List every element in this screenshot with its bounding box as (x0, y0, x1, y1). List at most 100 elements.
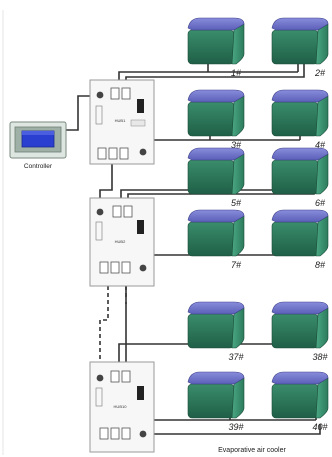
cooler-top (187, 301, 245, 315)
cooler-side (231, 215, 245, 257)
wire-controller-hub1 (66, 95, 96, 131)
hub-board-1-port-e (119, 147, 129, 160)
hub-board-2-port-a (112, 205, 122, 218)
wire-hub-chain-dashed (99, 286, 109, 360)
hub-board-n-terminal (95, 387, 103, 407)
hub-board-1-chip (130, 119, 146, 127)
cooler-front (271, 383, 319, 419)
cooler-unit-8: 8# (271, 209, 329, 270)
controller: Controller (9, 121, 67, 170)
cooler-front (187, 221, 235, 257)
cooler-unit-label: 2# (314, 68, 326, 78)
cooler-unit-39: 39# (187, 371, 245, 432)
hub-board-2-connector-top (96, 208, 104, 216)
hub-board-2: HUB2 (89, 197, 155, 287)
cooler-unit-label: 37# (228, 352, 244, 362)
cooler-side (231, 23, 245, 65)
cooler-side (315, 23, 329, 65)
cooler-unit-40: 40# (271, 371, 329, 432)
cooler-front (187, 383, 235, 419)
cooler-side (231, 307, 245, 349)
cooler-top (187, 17, 245, 31)
cooler-top (271, 147, 329, 161)
cooler-front (271, 159, 319, 195)
hub-board-1-terminal (95, 105, 103, 125)
hub-board-n-relay (137, 386, 144, 400)
hub-board-1-relay (137, 99, 144, 113)
cooler-unit-label: 7# (231, 260, 242, 270)
cooler-front (187, 101, 235, 137)
cooler-unit-label: 38# (312, 352, 328, 362)
cooler-side (231, 95, 245, 137)
hub-board-2-terminal (95, 221, 103, 241)
cooler-unit-label: 4# (315, 140, 326, 150)
hub-board-1-label: HUB1 (115, 118, 126, 123)
cooler-unit-37: 37# (187, 301, 245, 362)
hub-board-1-port-b (121, 87, 131, 100)
cooler-side (315, 307, 329, 349)
hub-board-2-port-c (99, 261, 109, 274)
hub-board-n-connector-bottom (139, 430, 147, 438)
cooler-unit-label: 39# (228, 422, 244, 432)
cooler-top (187, 147, 245, 161)
cooler-unit-label: 1# (231, 68, 242, 78)
hub-board-n-port-a (110, 370, 120, 383)
hub-board-n-label: HUB10 (114, 404, 128, 409)
cooler-unit-4: 4# (271, 89, 329, 150)
cooler-unit-38: 38# (271, 301, 329, 362)
cooler-unit-3: 3# (187, 89, 245, 150)
cooler-unit-5: 5# (187, 147, 245, 208)
cooler-top (187, 209, 245, 223)
cooler-top (271, 301, 329, 315)
cooler-side (315, 153, 329, 195)
cooler-unit-label: 8# (315, 260, 326, 270)
hub-board-2-label: HUB2 (115, 239, 126, 244)
hub-board-2-port-d (110, 261, 120, 274)
hub-board-n: HUB10 (89, 361, 155, 453)
cooler-side (231, 153, 245, 195)
controller-screen-glare (22, 131, 54, 135)
cooler-units: 1# 2# 3# 4# 5# 6# 7# 8# 37# 38# 39# 40# (187, 17, 329, 432)
hub-board-1-connector-top (96, 91, 104, 99)
hub-board-n-port-b (121, 370, 131, 383)
hub-board-1-port-d (108, 147, 118, 160)
cooler-unit-label: 6# (315, 198, 326, 208)
cooler-top (271, 209, 329, 223)
hub-board-n-port-c (99, 427, 109, 440)
cooler-front (187, 313, 235, 349)
hub-board-1-connector-bottom (139, 148, 147, 156)
cooler-unit-6: 6# (271, 147, 329, 208)
cooler-unit-2: 2# (271, 17, 329, 78)
cooler-top (187, 89, 245, 103)
wire-hub2-units-5-6 (120, 189, 310, 200)
cooler-side (315, 215, 329, 257)
cooler-front (271, 221, 319, 257)
cooler-top (271, 371, 329, 385)
cooler-top (271, 17, 329, 31)
hub-board-2-port-e (121, 261, 131, 274)
cooler-side (315, 95, 329, 137)
cooler-top (271, 89, 329, 103)
hub-board-n-port-e (121, 427, 131, 440)
wire-hubn-return (127, 424, 321, 435)
cooler-unit-label: 3# (231, 140, 242, 150)
cooler-front (271, 313, 319, 349)
cooler-side (231, 377, 245, 419)
cooler-front (187, 159, 235, 195)
hub-board-n-port-d (110, 427, 120, 440)
controller-label: Controller (24, 163, 53, 170)
cooler-unit-7: 7# (187, 209, 245, 270)
hub-board-2-port-b (123, 205, 133, 218)
hub-board-1: HUB1 (89, 79, 155, 165)
caption: Evaporative air cooler (218, 447, 286, 454)
cooler-unit-1: 1# (187, 17, 245, 78)
cooler-front (187, 29, 235, 65)
hub-board-2-connector-bottom (139, 264, 147, 272)
cooler-front (271, 29, 319, 65)
hub-board-1-port-a (110, 87, 120, 100)
cooler-unit-label: 40# (312, 422, 328, 432)
cooler-front (271, 101, 319, 137)
cooler-unit-label: 5# (231, 198, 242, 208)
